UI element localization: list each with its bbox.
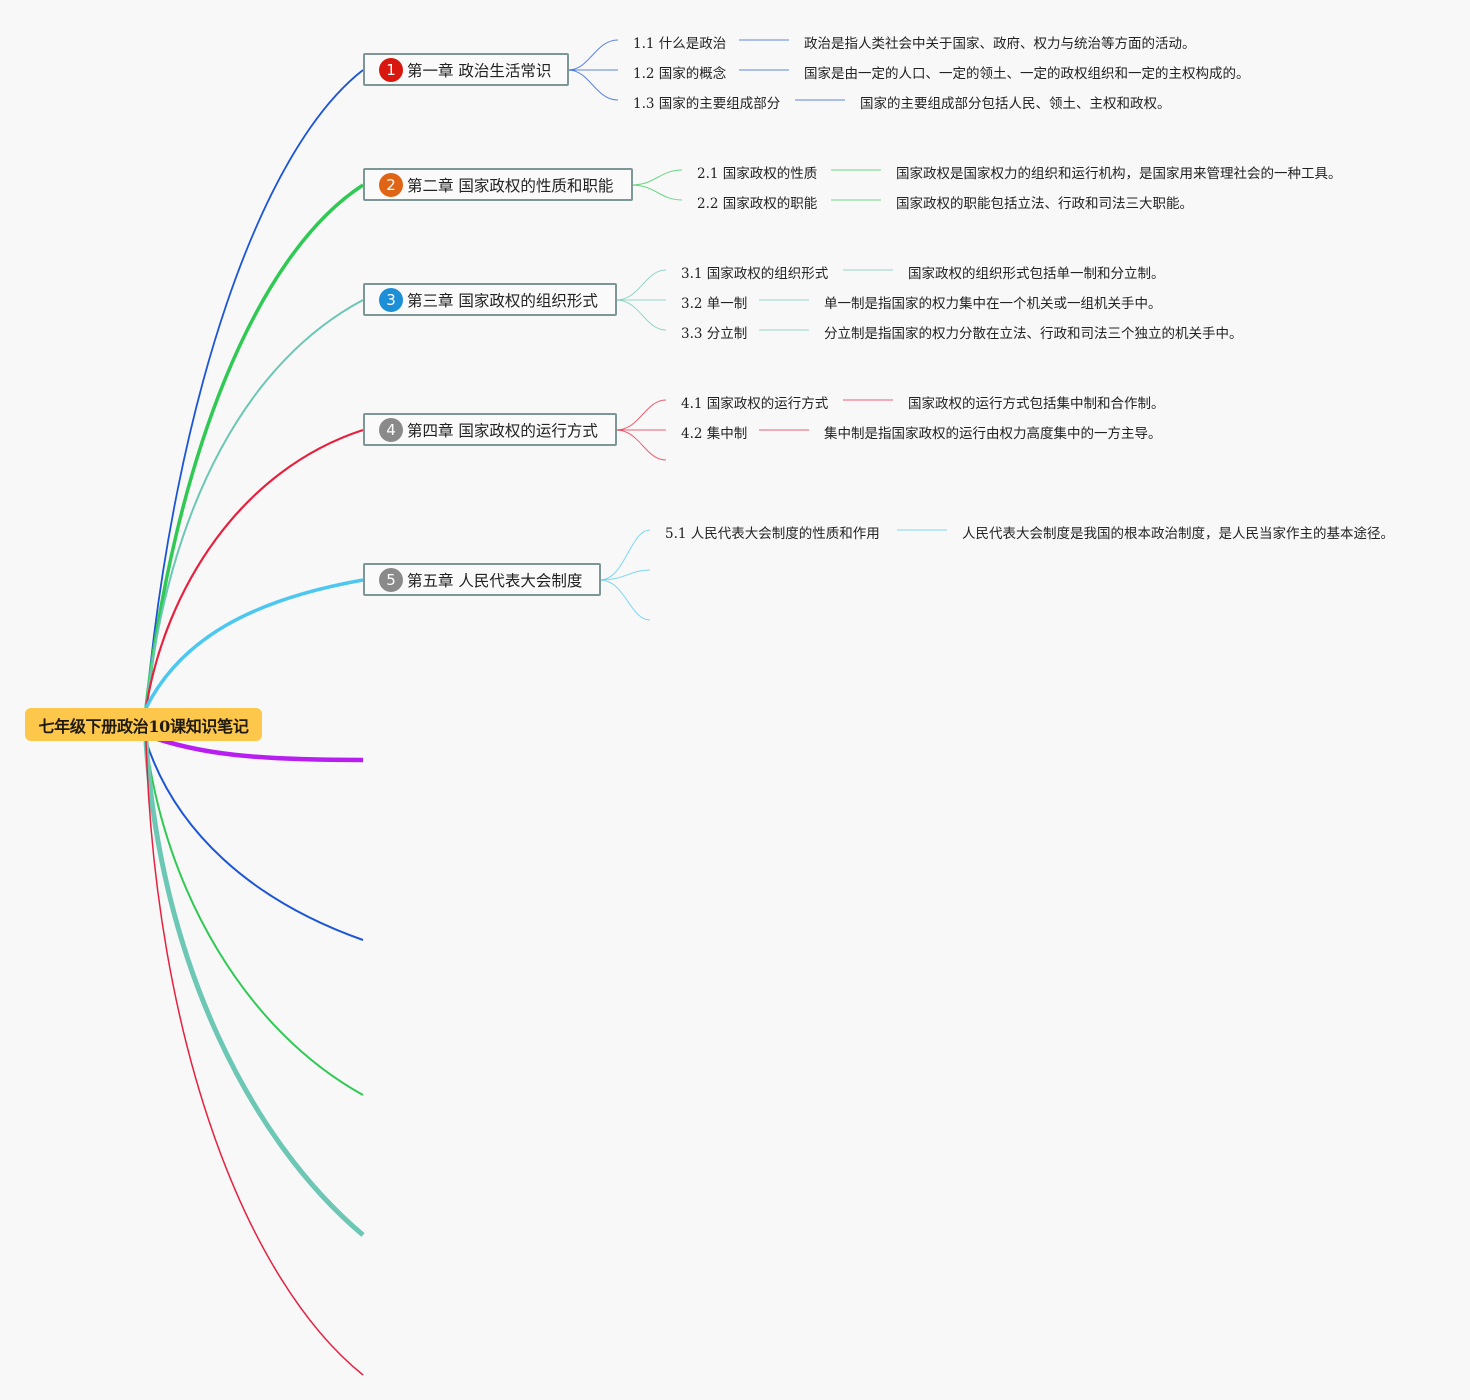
link-ch1-3 (567, 69, 619, 101)
topic-node[interactable]: 1.2 国家的概念 (633, 62, 726, 82)
chapter-title: 第五章 人民代表大会制度 (407, 571, 583, 590)
chapter-number-badge: 4 (379, 417, 403, 442)
topic-node[interactable]: 4.2 集中制 (681, 422, 747, 442)
link-root-ch1 (145, 69, 364, 709)
topic-label: 什么是政治 (658, 36, 727, 52)
link-ch1-1 (567, 39, 619, 71)
topic-index: 5.1 (665, 526, 687, 542)
topic-node[interactable]: 4.1 国家政权的运行方式 (681, 392, 828, 412)
topic-index: 1.2 (633, 66, 655, 82)
topic-label: 国家政权的运行方式 (706, 396, 829, 412)
link-root-empty-5 (145, 740, 364, 1376)
link-root-ch3 (145, 299, 364, 709)
topic-description[interactable]: 集中制是指国家政权的运行由权力高度集中的一方主导。 (824, 426, 1162, 442)
link-ch5-3 (599, 579, 651, 621)
topic-index: 3.3 (681, 326, 703, 342)
chapter-title: 第二章 国家政权的性质和职能 (407, 176, 614, 195)
mind-map-links (143, 39, 947, 1376)
topic-index: 1.3 (633, 96, 655, 112)
chapter-node-2[interactable]: 2 第二章 国家政权的性质和职能 (363, 168, 633, 201)
topic-description[interactable]: 国家政权的职能包括立法、行政和司法三大职能。 (896, 196, 1193, 212)
chapter-number-badge: 5 (379, 567, 403, 592)
link-ch4-1 (615, 399, 667, 431)
topic-description[interactable]: 国家的主要组成部分包括人民、领土、主权和政权。 (860, 96, 1171, 112)
link-root-empty-3 (145, 740, 364, 1096)
topic-node[interactable]: 1.3 国家的主要组成部分 (633, 92, 780, 112)
topic-label: 分立制 (706, 326, 748, 342)
root-title: 七年级下册政治10课知识笔记 (38, 716, 249, 736)
chapter-number-badge: 2 (379, 172, 403, 197)
topic-node[interactable]: 2.1 国家政权的性质 (697, 162, 817, 182)
link-ch2-2 (631, 184, 683, 201)
link-ch5-2 (599, 569, 651, 581)
root-node[interactable]: 七年级下册政治10课知识笔记 (25, 708, 262, 741)
chapter-number-badge: 1 (379, 57, 403, 82)
topic-node[interactable]: 3.1 国家政权的组织形式 (681, 262, 828, 282)
topic-index: 2.2 (697, 196, 719, 212)
chapter-node-1[interactable]: 1 第一章 政治生活常识 (363, 53, 569, 86)
topic-description[interactable]: 人民代表大会制度是我国的根本政治制度，是人民当家作主的基本途径。 (962, 526, 1394, 542)
topic-description[interactable]: 国家政权的组织形式包括单一制和分立制。 (908, 266, 1165, 282)
topic-description[interactable]: 单一制是指国家的权力集中在一个机关或一组机关手中。 (824, 296, 1162, 312)
link-ch4-3 (615, 429, 667, 461)
topic-description[interactable]: 政治是指人类社会中关于国家、政府、权力与统治等方面的活动。 (804, 36, 1196, 52)
link-ch2-1 (631, 169, 683, 186)
link-root-empty-1 (145, 732, 364, 763)
topic-description[interactable]: 国家政权是国家权力的组织和运行机构，是国家用来管理社会的一种工具。 (896, 166, 1342, 182)
topic-description[interactable]: 国家政权的运行方式包括集中制和合作制。 (908, 396, 1165, 412)
topic-description[interactable]: 国家是由一定的人口、一定的领土、一定的政权组织和一定的主权构成的。 (804, 66, 1250, 82)
chapter-node-4[interactable]: 4 第四章 国家政权的运行方式 (363, 413, 617, 446)
chapter-title: 第四章 国家政权的运行方式 (407, 421, 598, 440)
link-root-empty-4 (143, 740, 365, 1237)
topic-index: 3.1 (681, 266, 703, 282)
topic-index: 3.2 (681, 296, 703, 312)
link-ch3-3 (615, 299, 667, 331)
chapter-node-5[interactable]: 5 第五章 人民代表大会制度 (363, 563, 601, 596)
topic-label: 国家政权的组织形式 (706, 266, 829, 282)
chapter-title: 第一章 政治生活常识 (407, 61, 552, 80)
topic-node[interactable]: 3.2 单一制 (681, 292, 747, 312)
topic-index: 1.1 (633, 36, 655, 52)
topic-label: 国家的概念 (658, 66, 727, 82)
topic-index: 4.1 (681, 396, 703, 412)
topic-node[interactable]: 1.1 什么是政治 (633, 32, 726, 52)
link-root-ch5 (144, 578, 364, 709)
chapter-number-badge: 3 (379, 287, 403, 312)
topic-label: 集中制 (706, 426, 748, 442)
topic-index: 2.1 (697, 166, 719, 182)
link-root-ch2 (144, 183, 364, 709)
link-root-empty-2 (145, 740, 364, 941)
topic-node[interactable]: 5.1 人民代表大会制度的性质和作用 (665, 522, 880, 542)
topic-node[interactable]: 3.3 分立制 (681, 322, 747, 342)
topic-index: 4.2 (681, 426, 703, 442)
link-root-ch4 (144, 428, 364, 709)
topic-label: 国家的主要组成部分 (658, 96, 781, 112)
topic-node[interactable]: 2.2 国家政权的职能 (697, 192, 817, 212)
chapter-title: 第三章 国家政权的组织形式 (407, 291, 598, 310)
chapter-node-3[interactable]: 3 第三章 国家政权的组织形式 (363, 283, 617, 316)
topic-label: 单一制 (706, 296, 748, 312)
topic-label: 国家政权的性质 (722, 166, 818, 182)
link-ch5-1 (599, 529, 651, 581)
link-ch3-1 (615, 269, 667, 301)
topic-label: 国家政权的职能 (722, 196, 818, 212)
topic-description[interactable]: 分立制是指国家的权力分散在立法、行政和司法三个独立的机关手中。 (824, 326, 1243, 342)
topic-label: 人民代表大会制度的性质和作用 (690, 526, 880, 542)
